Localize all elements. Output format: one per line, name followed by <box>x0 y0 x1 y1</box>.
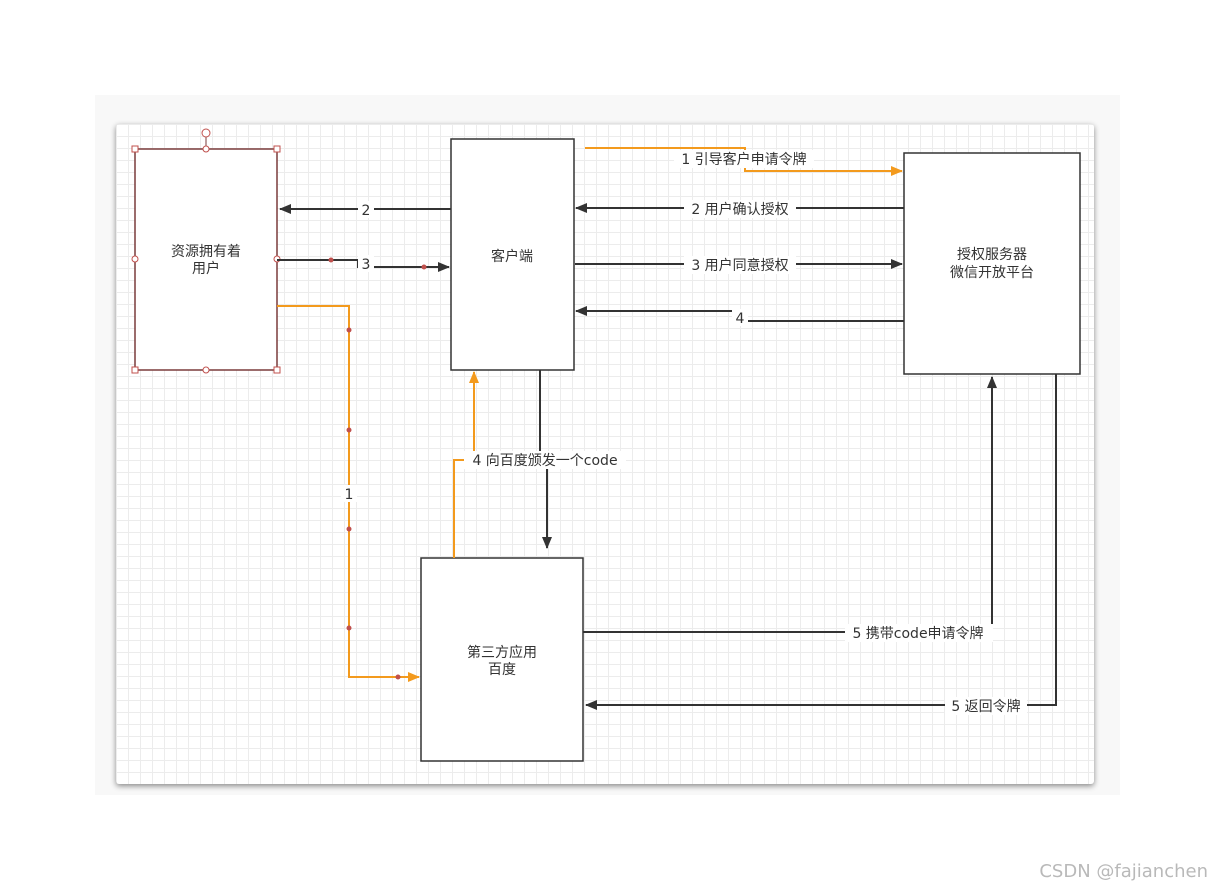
rotate-handle[interactable] <box>201 128 211 138</box>
auth-server-label-2: 微信开放平台 <box>950 265 1034 281</box>
client-label: 客户端 <box>491 248 533 265</box>
edge-3-user-agree[interactable]: 3 用户同意授权 <box>575 256 903 274</box>
edge-3-user-agree-label: 3 用户同意授权 <box>691 257 788 274</box>
edge-1-owner-to-thirdparty-label: 1 <box>345 487 354 503</box>
edge-5-return-token-label: 5 返回令牌 <box>951 698 1020 715</box>
edge-2-user-confirm-label: 2 用户确认授权 <box>691 201 788 218</box>
edge-1-owner-to-thirdparty[interactable]: 1 <box>277 305 420 682</box>
edge-1-guide-token[interactable]: 1 引导客户申请令牌 <box>585 147 903 176</box>
edge-4-issue-code-label: 4 向百度颁发一个code <box>472 453 617 469</box>
third-party-label-1: 第三方应用 <box>467 644 537 661</box>
auth-server-label-1: 授权服务器 <box>957 247 1027 263</box>
edge-4-auth-to-client[interactable]: 4 <box>575 306 904 327</box>
resize-handle-bl[interactable] <box>131 366 139 374</box>
edge-2-client-to-owner-label: 2 <box>362 203 371 219</box>
edge-3-owner-to-client[interactable]: 3 <box>277 255 450 273</box>
auth-server-node[interactable]: 授权服务器 微信开放平台 <box>903 152 1081 375</box>
resize-handle-tl[interactable] <box>131 145 139 153</box>
resize-handle-top[interactable] <box>202 145 210 153</box>
edge-2-user-confirm[interactable]: 2 用户确认授权 <box>575 200 904 218</box>
resize-handle-left[interactable] <box>131 255 139 263</box>
edge-4-auth-to-client-label: 4 <box>736 311 745 327</box>
resource-owner-label-1: 资源拥有着 <box>171 244 241 260</box>
watermark: CSDN @fajianchen <box>1039 861 1208 882</box>
edge-1-guide-token-label: 1 引导客户申请令牌 <box>681 151 806 168</box>
edge-5-request-token[interactable]: 5 携带code申请令牌 <box>583 376 997 642</box>
resource-owner-label-2: 用户 <box>192 260 220 277</box>
resize-handle-tr[interactable] <box>273 145 281 153</box>
selection-handles[interactable] <box>131 128 281 374</box>
edge-3-owner-to-client-label: 3 <box>362 257 371 273</box>
resource-owner-node[interactable]: 资源拥有着 用户 <box>134 148 278 371</box>
third-party-label-2: 百度 <box>488 662 516 678</box>
resize-handle-bottom[interactable] <box>202 366 210 374</box>
third-party-node[interactable]: 第三方应用 百度 <box>420 557 584 762</box>
edge-5-request-token-label: 5 携带code申请令牌 <box>852 625 983 642</box>
edge-5-return-token[interactable]: 5 返回令牌 <box>585 374 1057 715</box>
resize-handle-br[interactable] <box>273 366 281 374</box>
client-node[interactable]: 客户端 <box>450 138 575 371</box>
edge-2-client-to-owner[interactable]: 2 <box>279 201 451 219</box>
edge-4-issue-code[interactable]: 4 向百度颁发一个code <box>453 371 626 558</box>
